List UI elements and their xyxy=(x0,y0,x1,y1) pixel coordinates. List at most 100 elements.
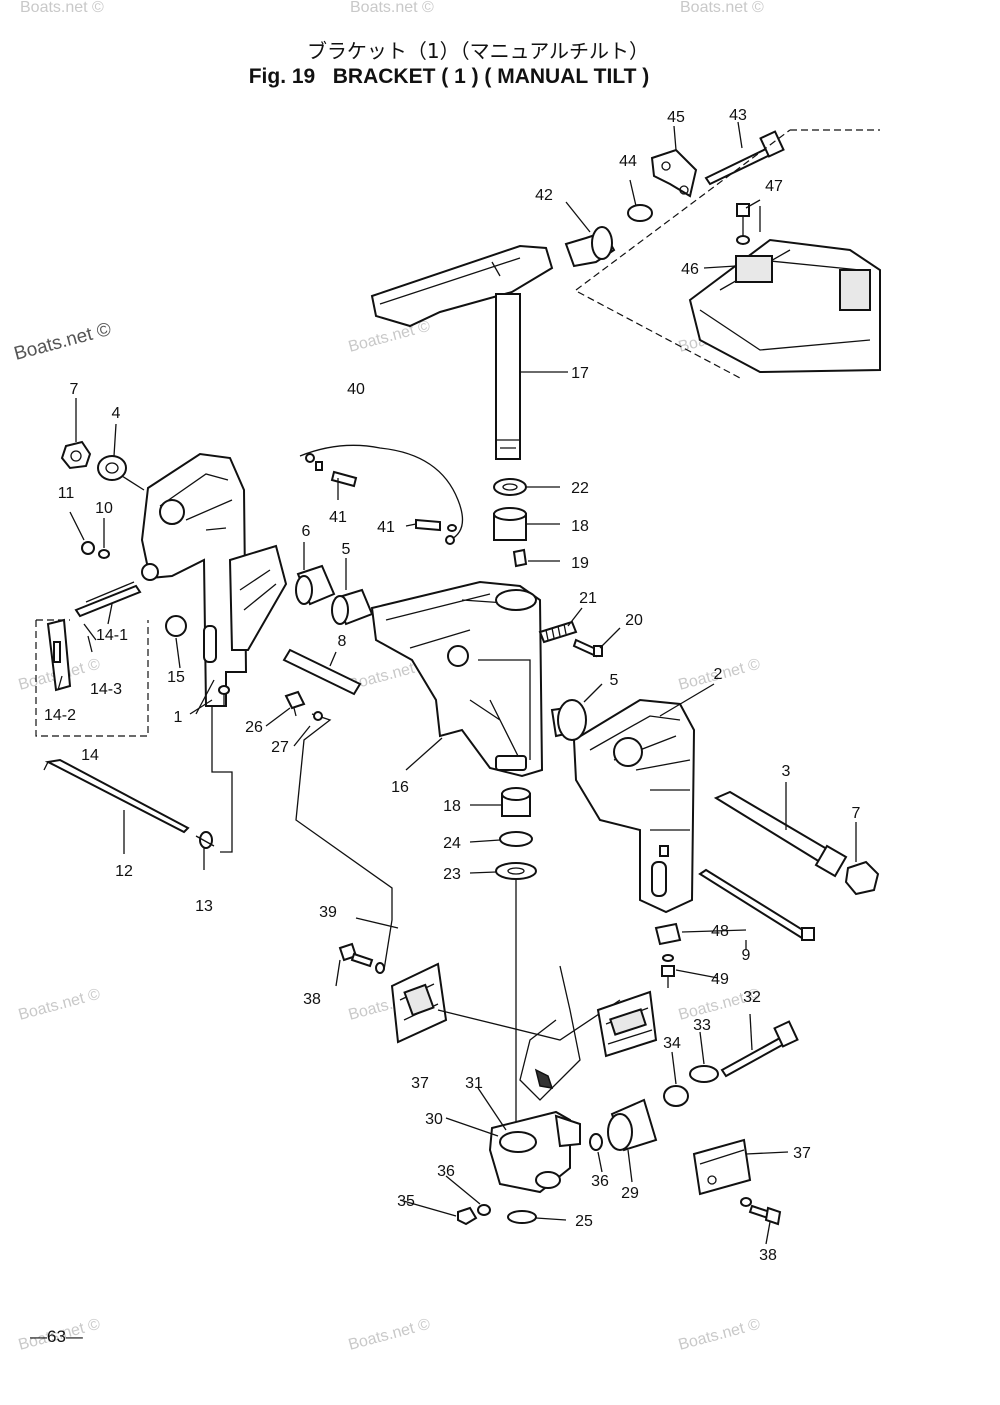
bolt-32 xyxy=(720,1020,799,1078)
callout-5-right: 5 xyxy=(610,672,619,689)
callout-11: 11 xyxy=(58,485,75,502)
mount-bracket-37-mid xyxy=(596,990,658,1058)
callout-38-right: 38 xyxy=(759,1247,777,1264)
callout-20: 20 xyxy=(625,612,643,629)
mount-cap-45 xyxy=(650,148,698,198)
callout-15: 15 xyxy=(167,669,185,686)
callout-7-right: 7 xyxy=(852,805,861,822)
callout-17: 17 xyxy=(571,365,589,382)
callout-19: 19 xyxy=(571,555,589,572)
watermark: Boats.net © xyxy=(20,0,104,16)
watermark: Boats.net © xyxy=(350,0,434,16)
callout-29: 29 xyxy=(621,1185,639,1202)
callout-18-lower: 18 xyxy=(443,798,461,815)
bolt-3 xyxy=(713,790,848,878)
callout-18-upper: 18 xyxy=(571,518,589,535)
bushing-6 xyxy=(295,564,336,606)
rod-9 xyxy=(698,868,815,941)
nut-35-washer-36 xyxy=(457,1204,491,1226)
bolt-38-left xyxy=(338,942,385,974)
callout-47: 47 xyxy=(765,178,783,195)
spring-21-bolt-20 xyxy=(538,620,603,658)
bracket-guide-line xyxy=(211,706,233,853)
tilt-lever-14 xyxy=(35,581,149,737)
watermark: Boats.net © xyxy=(347,318,433,356)
stern-bracket-left xyxy=(140,452,288,707)
washers-33-34 xyxy=(663,1065,719,1107)
callout-39: 39 xyxy=(319,904,337,921)
watermark-main: Boats.net © xyxy=(12,319,114,365)
watermark: Boats.net © xyxy=(680,0,764,16)
bolt-47 xyxy=(736,203,750,245)
watermarks: Boats.net © Boats.net © Boats.net © Boat… xyxy=(17,0,764,1354)
callout-21: 21 xyxy=(579,590,597,607)
callout-4: 4 xyxy=(112,405,121,422)
callout-24: 24 xyxy=(443,835,461,852)
title-japanese: ブラケット（1）（マニュアルチルト） xyxy=(307,39,649,63)
callout-45: 45 xyxy=(667,109,685,126)
callout-41-b: 41 xyxy=(377,519,395,536)
plate-37-right xyxy=(692,1138,752,1196)
callout-7-left: 7 xyxy=(70,381,79,398)
callout-3: 3 xyxy=(782,763,791,780)
washer-22 xyxy=(493,478,527,496)
tube-8 xyxy=(282,648,362,696)
callout-23: 23 xyxy=(443,866,461,883)
callout-48: 48 xyxy=(711,923,729,940)
grease-nipple-26 xyxy=(284,690,306,717)
callout-12: 12 xyxy=(115,863,133,880)
small-nut-7-left xyxy=(60,440,92,470)
callout-46: 46 xyxy=(681,261,699,278)
stern-bracket-right xyxy=(572,698,696,914)
nut-11-washer-10 xyxy=(81,541,110,559)
key-19 xyxy=(512,548,528,568)
bushing-5-right xyxy=(550,699,587,741)
lower-mount-30 xyxy=(488,1110,581,1194)
callout-14-2: 14-2 xyxy=(44,707,76,724)
leader-lines xyxy=(57,121,857,1245)
bolts-41 xyxy=(315,461,457,532)
nut-7-right xyxy=(844,860,880,896)
plate-37-left xyxy=(390,962,448,1044)
washer-23 xyxy=(495,862,537,880)
callout-42: 42 xyxy=(535,187,553,204)
watermark: Boats.net © xyxy=(677,1316,763,1354)
bolt-43 xyxy=(704,130,785,186)
watermark: Boats.net © xyxy=(17,986,103,1024)
callout-33: 33 xyxy=(693,1017,711,1034)
screw-49 xyxy=(661,954,675,988)
callout-35: 35 xyxy=(397,1193,415,1210)
callout-44: 44 xyxy=(619,153,637,170)
callout-31: 31 xyxy=(465,1075,483,1092)
callout-37-left: 37 xyxy=(411,1075,429,1092)
washer-4 xyxy=(97,455,127,481)
callout-1: 1 xyxy=(174,709,183,726)
bushing-18-lower xyxy=(501,787,531,817)
tilt-rod-12 xyxy=(43,758,215,849)
bushing-18-upper xyxy=(493,507,527,541)
callout-14-3: 14-3 xyxy=(90,681,122,698)
callout-49: 49 xyxy=(711,971,729,988)
callout-38-left: 38 xyxy=(303,991,321,1008)
swivel-bracket xyxy=(370,580,544,778)
bolt-1-small xyxy=(218,685,230,706)
mount-rubber xyxy=(564,204,653,268)
callout-36-right: 36 xyxy=(591,1173,609,1190)
callout-22: 22 xyxy=(571,480,589,497)
callout-43: 43 xyxy=(729,107,747,124)
washer-36-right xyxy=(589,1133,603,1151)
ground-wire-39 xyxy=(295,711,393,971)
clip-25 xyxy=(507,1210,537,1224)
callout-26: 26 xyxy=(245,719,263,736)
o-ring-24 xyxy=(499,831,533,847)
callout-25: 25 xyxy=(575,1213,593,1230)
callout-5-left: 5 xyxy=(342,541,351,558)
callout-6: 6 xyxy=(302,523,311,540)
bolt-38-right xyxy=(740,1197,782,1226)
callout-40: 40 xyxy=(347,381,365,398)
callout-37-right: 37 xyxy=(793,1145,811,1162)
callout-36-left: 36 xyxy=(437,1163,455,1180)
callout-41-a: 41 xyxy=(329,509,347,526)
title-english: Fig. 19 BRACKET ( 1 ) ( MANUAL TILT ) xyxy=(249,65,650,88)
